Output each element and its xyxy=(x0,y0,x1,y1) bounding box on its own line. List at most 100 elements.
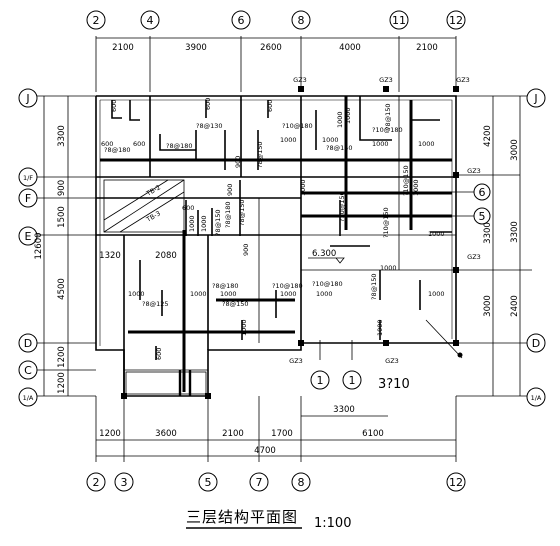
right-dimension-chain xyxy=(456,95,532,397)
gz3-columns xyxy=(121,86,459,399)
svg-text:600: 600 xyxy=(155,348,163,360)
svg-text:1/F: 1/F xyxy=(23,174,33,182)
gz3-labels: GZ3 GZ3 GZ3 GZ3 GZ3 GZ3 GZ3 xyxy=(289,76,481,365)
svg-text:1000: 1000 xyxy=(322,136,339,144)
level-mark: 6.300 xyxy=(308,249,345,264)
svg-text:?10@180: ?10@180 xyxy=(312,280,343,288)
svg-text:4000: 4000 xyxy=(339,43,361,53)
svg-text:GZ3: GZ3 xyxy=(467,253,481,261)
svg-text:8: 8 xyxy=(298,14,305,27)
svg-text:?8@150: ?8@150 xyxy=(256,142,264,169)
axis-bubble-bottom-2: 2 xyxy=(86,472,106,492)
svg-text:3900: 3900 xyxy=(185,43,207,53)
axis-bubble-bottom-12: 12 xyxy=(446,472,466,492)
svg-text:?10@150: ?10@150 xyxy=(402,165,410,196)
svg-text:4700: 4700 xyxy=(254,446,276,456)
svg-text:?8@150: ?8@150 xyxy=(214,210,222,237)
bottom-dimension-values: 1200 3600 2100 1700 6100 4700 xyxy=(99,429,384,456)
balcony xyxy=(125,370,207,396)
callout-5: 5 xyxy=(452,207,491,225)
left-dimension-chain xyxy=(28,95,96,397)
svg-text:1000: 1000 xyxy=(428,290,445,298)
svg-text:900: 900 xyxy=(57,180,67,196)
svg-text:1000: 1000 xyxy=(128,290,145,298)
svg-text:1000: 1000 xyxy=(376,319,384,336)
svg-text:5: 5 xyxy=(205,476,212,489)
axis-bubble-C-left: C xyxy=(18,360,38,380)
svg-text:GZ3: GZ3 xyxy=(289,357,303,365)
svg-text:1500: 1500 xyxy=(57,206,67,228)
svg-text:GZ3: GZ3 xyxy=(467,167,481,175)
axis-bubble-top-2: 2 xyxy=(86,10,106,30)
svg-text:3000: 3000 xyxy=(510,139,520,161)
svg-text:1000: 1000 xyxy=(188,215,196,232)
svg-text:?8@150: ?8@150 xyxy=(326,144,353,152)
svg-text:2400: 2400 xyxy=(510,295,520,317)
svg-text:?8@150: ?8@150 xyxy=(384,104,392,131)
drawing-title: 三层结构平面图 1:100 xyxy=(186,508,351,531)
svg-text:4200: 4200 xyxy=(483,125,493,147)
svg-text:C: C xyxy=(24,364,32,377)
axis-bubble-E-left: E xyxy=(18,226,38,246)
svg-text:?8@180: ?8@180 xyxy=(166,142,193,150)
axis-bubble-J-left: J xyxy=(18,88,38,108)
svg-text:1000: 1000 xyxy=(316,290,333,298)
svg-text:5: 5 xyxy=(479,210,486,223)
svg-text:1200: 1200 xyxy=(57,346,67,368)
svg-text:6100: 6100 xyxy=(362,429,384,439)
svg-text:1/A: 1/A xyxy=(531,394,542,402)
svg-text:2080: 2080 xyxy=(155,251,177,261)
svg-text:?8@150: ?8@150 xyxy=(370,274,378,301)
axis-bubble-1A-left: 1/A xyxy=(18,387,38,407)
svg-text:3?10: 3?10 xyxy=(378,377,410,392)
svg-text:3300: 3300 xyxy=(333,405,355,415)
svg-text:?8@150: ?8@150 xyxy=(222,300,249,308)
svg-text:900: 900 xyxy=(226,184,234,196)
svg-text:3: 3 xyxy=(121,476,128,489)
callout-6: 6 xyxy=(452,183,491,201)
axis-bubble-top-12: 12 xyxy=(446,10,466,30)
svg-text:?10@150: ?10@150 xyxy=(338,191,346,222)
svg-text:600: 600 xyxy=(110,100,118,112)
axis-bubble-D-right: D xyxy=(526,333,546,353)
svg-text:1000: 1000 xyxy=(344,107,352,124)
svg-text:12: 12 xyxy=(449,14,463,27)
svg-text:6: 6 xyxy=(479,186,486,199)
svg-text:?10@180: ?10@180 xyxy=(282,122,313,130)
right-dimension-values: 4200 3000 3300 3000 2400 3300 xyxy=(483,125,520,317)
svg-text:1000: 1000 xyxy=(240,319,248,336)
axis-bubble-top-8: 8 xyxy=(291,10,311,30)
staircase xyxy=(103,179,185,233)
svg-text:1000: 1000 xyxy=(280,290,297,298)
svg-text:600: 600 xyxy=(182,204,194,212)
svg-text:TB-3: TB-3 xyxy=(144,209,162,224)
svg-text:12: 12 xyxy=(449,476,463,489)
axis-bubble-F-left: F xyxy=(18,188,38,208)
section-circle-1a: 1 xyxy=(310,370,330,390)
svg-text:7: 7 xyxy=(256,476,263,489)
svg-text:E: E xyxy=(25,230,32,243)
svg-text:3300: 3300 xyxy=(57,125,67,147)
top-axis-bubbles: 2 4 6 8 11 12 xyxy=(86,10,466,30)
svg-text:?8@180: ?8@180 xyxy=(104,146,131,154)
rebar-callout-lines xyxy=(111,96,452,360)
svg-text:GZ3: GZ3 xyxy=(456,76,470,84)
top-dimension-chain xyxy=(95,36,457,92)
right-axis-bubbles: J D 1/A xyxy=(526,88,546,407)
svg-text:1200: 1200 xyxy=(99,429,121,439)
svg-text:GZ3: GZ3 xyxy=(385,357,399,365)
svg-text:1/A: 1/A xyxy=(23,394,34,402)
axis-bubble-bottom-7: 7 xyxy=(249,472,269,492)
svg-text:3000: 3000 xyxy=(483,295,493,317)
svg-text:2: 2 xyxy=(93,14,100,27)
svg-text:?8@180: ?8@180 xyxy=(212,282,239,290)
svg-text:8: 8 xyxy=(298,476,305,489)
svg-text:?10@180: ?10@180 xyxy=(272,282,303,290)
svg-text:600: 600 xyxy=(133,140,145,148)
svg-text:600: 600 xyxy=(204,98,212,110)
rebar-note: 3?10 xyxy=(378,319,463,392)
axis-bubble-bottom-5: 5 xyxy=(198,472,218,492)
svg-text:1000: 1000 xyxy=(336,111,344,128)
svg-text:2100: 2100 xyxy=(222,429,244,439)
